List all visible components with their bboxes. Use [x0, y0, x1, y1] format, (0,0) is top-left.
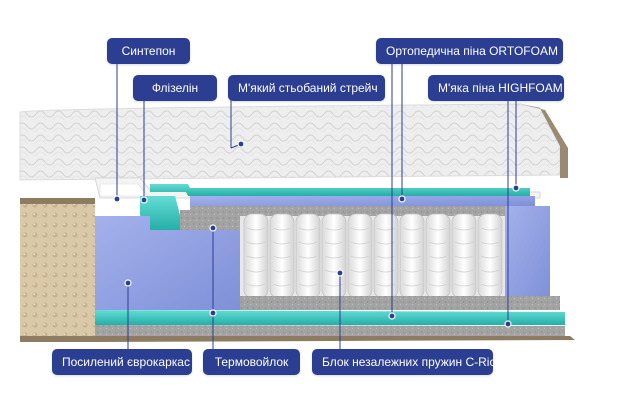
spring-seam [480, 283, 500, 287]
spring-seam [246, 255, 266, 259]
callout-flizelin: Флізелін [133, 75, 217, 101]
spring-seam [350, 241, 370, 245]
spring-seam [272, 227, 292, 231]
callout-highfoam: М'яка піна HIGHFOAM [428, 75, 564, 101]
spring-seam [454, 269, 474, 273]
spring-seam [272, 241, 292, 245]
callout-termovoilok: Термовойлок [203, 349, 300, 375]
spring-seam [272, 283, 292, 287]
spring-seam [246, 241, 266, 245]
spring-seam [376, 283, 396, 287]
spring-seam [298, 227, 318, 231]
spring-seam [246, 227, 266, 231]
spring-seam [402, 255, 422, 259]
spring-seam [324, 227, 344, 231]
spring-seam [428, 283, 448, 287]
callout-sintepon: Синтепон [107, 38, 190, 64]
spring-seam [350, 269, 370, 273]
spring-seam [298, 255, 318, 259]
callout-ortofoam: Ортопедична піна ORTOFOAM [376, 38, 563, 64]
spring-seam [428, 255, 448, 259]
spring-seam [454, 227, 474, 231]
spring-seam [324, 241, 344, 245]
spring-seam [376, 227, 396, 231]
spring-seam [246, 269, 266, 273]
spring-seam [324, 283, 344, 287]
spring-seam [272, 255, 292, 259]
spring-seam [298, 241, 318, 245]
callout-eurokarkas: Посилений єврокаркас [52, 349, 192, 375]
spring-seam [480, 269, 500, 273]
spring-seam [246, 283, 266, 287]
spring-seam [402, 269, 422, 273]
spring-seam [428, 227, 448, 231]
spring-seam [298, 269, 318, 273]
spring-seam [350, 255, 370, 259]
spring-seam [402, 227, 422, 231]
spring-seam [454, 255, 474, 259]
spring-seam [376, 269, 396, 273]
spring-seam [480, 255, 500, 259]
callout-springs: Блок незалежних пружин C-Rich [312, 349, 502, 375]
spring-seam [402, 241, 422, 245]
spring-seam [402, 283, 422, 287]
spring-seam [350, 227, 370, 231]
spring-seam [428, 241, 448, 245]
spring-seam [480, 241, 500, 245]
spring-seam [428, 269, 448, 273]
spring-seam [454, 283, 474, 287]
spring-seam [376, 241, 396, 245]
callout-stretch: М'який стьобаний стрейч [228, 75, 385, 101]
spring-seam [376, 255, 396, 259]
spring-seam [350, 283, 370, 287]
spring-seam [272, 269, 292, 273]
spring-seam [454, 241, 474, 245]
spring-seam [480, 227, 500, 231]
spring-seam [324, 255, 344, 259]
spring-seam [298, 283, 318, 287]
